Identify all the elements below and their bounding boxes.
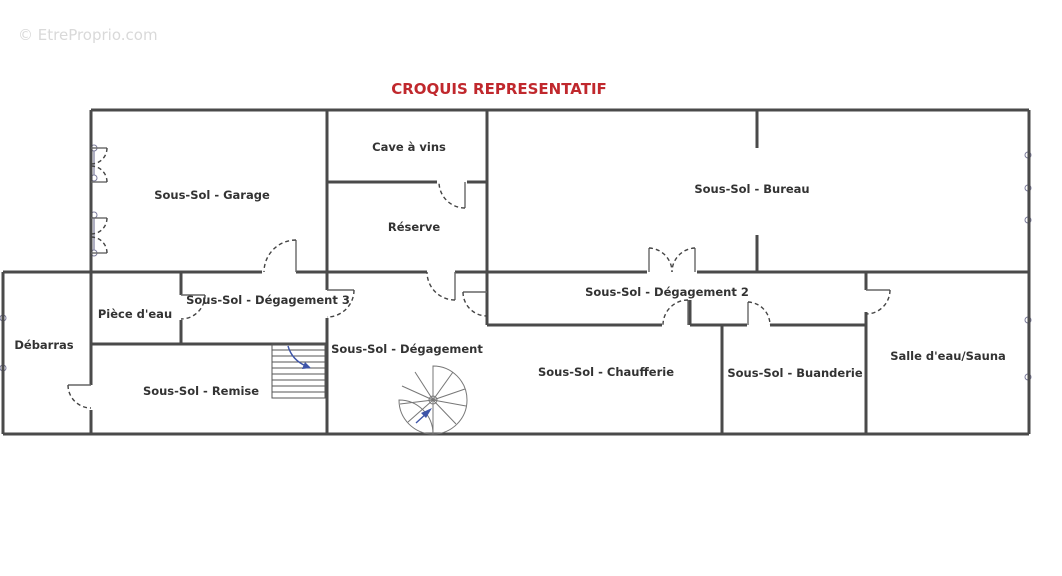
straight-staircase bbox=[271, 343, 326, 399]
garage-door-left-bottom[interactable] bbox=[90, 217, 108, 254]
buanderie-door[interactable] bbox=[747, 301, 771, 326]
room-label-debarras: Débarras bbox=[14, 338, 73, 352]
room-label-degagement3: Sous-Sol - Dégagement 3 bbox=[186, 293, 350, 307]
garage-door-bottom[interactable] bbox=[263, 239, 297, 273]
plan-title: CROQUIS REPRESENTATIF bbox=[391, 80, 607, 98]
room-label-remise: Sous-Sol - Remise bbox=[143, 384, 259, 398]
room-label-piece-eau: Pièce d'eau bbox=[98, 307, 172, 321]
spiral-staircase bbox=[398, 365, 468, 435]
room-label-chaufferie: Sous-Sol - Chaufferie bbox=[538, 365, 674, 379]
reserve-door-bottom[interactable] bbox=[426, 271, 456, 301]
room-label-buanderie: Sous-Sol - Buanderie bbox=[727, 366, 862, 380]
walls bbox=[1, 108, 1031, 436]
reserve-door-top[interactable] bbox=[438, 181, 466, 209]
chaufferie-door[interactable] bbox=[662, 299, 689, 326]
room-label-reserve: Réserve bbox=[388, 220, 440, 234]
garage-door-left-top[interactable] bbox=[90, 147, 108, 183]
bureau-double-door[interactable] bbox=[648, 247, 696, 273]
sauna-door[interactable] bbox=[865, 289, 891, 315]
watermark: © EtreProprio.com bbox=[18, 26, 158, 44]
debarras-door[interactable] bbox=[67, 384, 92, 409]
degagement3-door[interactable] bbox=[326, 289, 355, 318]
room-label-garage: Sous-Sol - Garage bbox=[154, 188, 270, 202]
room-label-sauna: Salle d'eau/Sauna bbox=[890, 349, 1006, 363]
piece-eau-door[interactable] bbox=[180, 294, 206, 320]
room-label-degagement: Sous-Sol - Dégagement bbox=[331, 342, 483, 356]
room-label-cave: Cave à vins bbox=[372, 140, 446, 154]
room-label-bureau: Sous-Sol - Bureau bbox=[694, 182, 809, 196]
room-label-degagement2: Sous-Sol - Dégagement 2 bbox=[585, 285, 749, 299]
degagement-to-degagement2-door[interactable] bbox=[462, 291, 488, 317]
